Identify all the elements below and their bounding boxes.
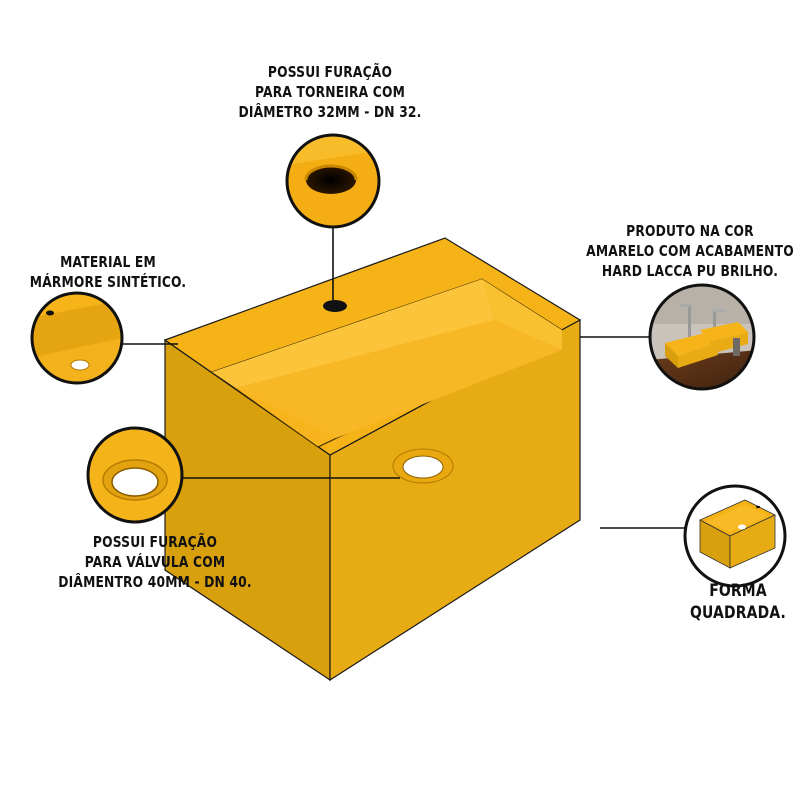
sink-inner-back-wall xyxy=(482,279,562,350)
callout-line: MATERIAL EM xyxy=(60,253,156,271)
callout-line: HARD LACCA PU BRILHO. xyxy=(601,262,779,280)
finish-callout: PRODUTO NA COR AMARELO COM ACABAMENTO HA… xyxy=(567,221,800,281)
callout-line: POSSUI FURAÇÃO xyxy=(267,63,393,81)
callout-line: PARA VÁLVULA COM xyxy=(84,553,226,571)
sink-faucet-hole xyxy=(323,300,347,312)
sink-drain-hole xyxy=(402,455,444,479)
callout-line: FORMA xyxy=(709,581,767,601)
callout-line: PRODUTO NA COR xyxy=(626,222,754,240)
valve-hole-detail xyxy=(86,426,184,524)
sink-body xyxy=(163,237,582,682)
callout-line: PARA TORNEIRA COM xyxy=(254,83,406,101)
callout-line: MÁRMORE SINTÉTICO. xyxy=(29,273,187,291)
callout-line: AMARELO COM ACABAMENTO xyxy=(586,242,794,260)
bathroom-photo-detail xyxy=(648,283,756,391)
faucet-hole-detail xyxy=(285,133,381,229)
material-callout: MATERIAL EM MÁRMORE SINTÉTICO. xyxy=(26,252,190,292)
sink-basin-floor xyxy=(236,320,562,438)
material-corner-detail xyxy=(30,291,124,385)
faucet-hole-callout: POSSUI FURAÇÃO PARA TORNEIRA COM DIÂMETR… xyxy=(215,62,445,122)
shape-callout: FORMA QUADRADA. xyxy=(681,580,796,624)
valve-hole-callout: POSSUI FURAÇÃO PARA VÁLVULA COM DIÂMENTR… xyxy=(44,532,265,592)
sink-inner-left-wall xyxy=(212,279,494,388)
square-shape-detail xyxy=(683,484,787,588)
callout-line: DIÂMETRO 32MM - DN 32. xyxy=(238,103,422,121)
callout-line: QUADRADA. xyxy=(689,603,787,623)
callout-line: POSSUI FURAÇÃO xyxy=(92,533,218,551)
leader-lines xyxy=(122,227,685,529)
callout-line: DIÂMENTRO 40MM - DN 40. xyxy=(58,573,252,591)
